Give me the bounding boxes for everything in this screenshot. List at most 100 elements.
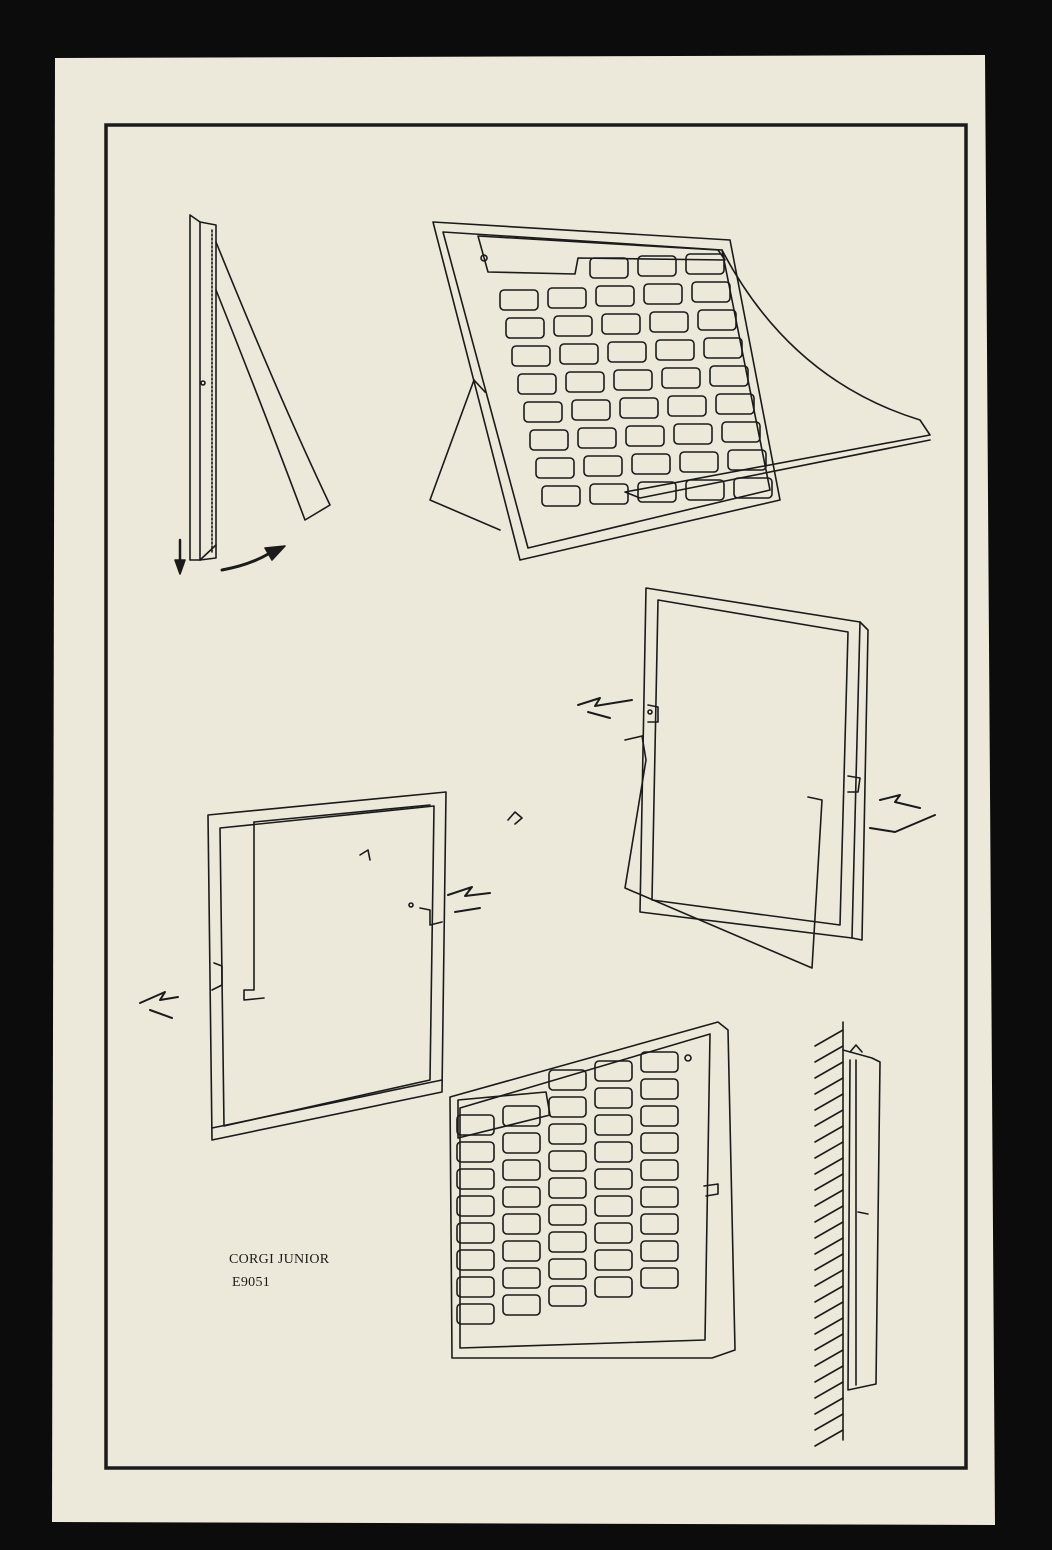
compartment-cell xyxy=(535,457,575,479)
small-hook xyxy=(507,811,523,825)
compartment-cell xyxy=(502,1294,541,1316)
hatch-line xyxy=(814,1157,844,1175)
fig-tray-front xyxy=(449,1021,736,1359)
arrow-curve-icon xyxy=(264,545,286,561)
compartment-cell xyxy=(685,253,725,275)
compartment-cell xyxy=(640,1159,679,1181)
compartment-cell xyxy=(640,1132,679,1154)
compartment-cell xyxy=(541,485,581,507)
compartment-cell xyxy=(625,425,665,447)
compartment-cell xyxy=(456,1195,495,1217)
compartment-cell xyxy=(595,285,635,307)
hatch-line xyxy=(814,1109,844,1127)
hatch-line xyxy=(814,1205,844,1223)
compartment-cell xyxy=(456,1276,495,1298)
compartment-cell xyxy=(548,1177,587,1199)
border-frame xyxy=(104,123,968,1470)
compartment-cell xyxy=(594,1195,633,1217)
hatch-line xyxy=(814,1429,844,1447)
hatch-line xyxy=(814,1077,844,1095)
hatch-line xyxy=(814,1221,844,1239)
wall-hatching xyxy=(814,1029,844,1447)
hatch-line xyxy=(814,1125,844,1143)
compartment-cell xyxy=(529,429,569,451)
compartment-cell xyxy=(661,367,701,389)
compartment-cell xyxy=(594,1087,633,1109)
arrow-left-icon xyxy=(139,991,179,1004)
fig-frame-right xyxy=(577,587,936,969)
arrow-right-icon xyxy=(447,886,491,897)
compartment-cell xyxy=(456,1303,495,1325)
compartment-cell xyxy=(583,455,623,477)
hatch-line xyxy=(814,1285,844,1303)
compartment-cell xyxy=(607,341,647,363)
cell-grid-upper xyxy=(499,253,773,507)
hatch-line xyxy=(814,1413,844,1431)
compartment-cell xyxy=(502,1132,541,1154)
compartment-cell xyxy=(721,421,761,443)
compartment-cell xyxy=(589,257,629,279)
compartment-cell xyxy=(613,369,653,391)
fig-wall-mount xyxy=(814,1021,881,1447)
compartment-cell xyxy=(548,1204,587,1226)
compartment-cell xyxy=(640,1267,679,1289)
compartment-cell xyxy=(502,1213,541,1235)
product-code-label: E9051 xyxy=(232,1275,271,1290)
hatch-line xyxy=(814,1061,844,1079)
compartment-cell xyxy=(502,1186,541,1208)
compartment-cell xyxy=(673,423,713,445)
hatch-line xyxy=(814,1365,844,1383)
fig-side-view-stand xyxy=(174,214,331,575)
compartment-cell xyxy=(594,1222,633,1244)
compartment-cell xyxy=(502,1105,541,1127)
hatch-line xyxy=(814,1141,844,1159)
compartment-cell xyxy=(559,343,599,365)
compartment-cell xyxy=(456,1222,495,1244)
compartment-cell xyxy=(511,345,551,367)
compartment-cell xyxy=(643,283,683,305)
compartment-cell xyxy=(640,1213,679,1235)
compartment-cell xyxy=(548,1258,587,1280)
arrow-down-icon xyxy=(174,559,186,575)
hatch-line xyxy=(814,1381,844,1399)
compartment-cell xyxy=(456,1141,495,1163)
compartment-cell xyxy=(619,397,659,419)
compartment-cell xyxy=(594,1276,633,1298)
compartment-cell xyxy=(640,1105,679,1127)
compartment-cell xyxy=(565,371,605,393)
compartment-cell xyxy=(594,1060,633,1082)
compartment-cell xyxy=(601,313,641,335)
hatch-line xyxy=(814,1301,844,1319)
compartment-cell xyxy=(709,365,749,387)
compartment-cell xyxy=(553,315,593,337)
compartment-cell xyxy=(640,1051,679,1073)
compartment-cell xyxy=(571,399,611,421)
compartment-cell xyxy=(548,1123,587,1145)
compartment-cell xyxy=(594,1249,633,1271)
compartment-cell xyxy=(499,289,539,311)
compartment-cell xyxy=(640,1240,679,1262)
compartment-cell xyxy=(548,1231,587,1253)
hatch-line xyxy=(814,1093,844,1111)
compartment-cell xyxy=(733,477,773,499)
compartment-cell xyxy=(589,483,629,505)
compartment-cell xyxy=(456,1168,495,1190)
compartment-cell xyxy=(577,427,617,449)
compartment-cell xyxy=(649,311,689,333)
hatch-line xyxy=(814,1173,844,1191)
paper-sheet xyxy=(52,55,995,1525)
compartment-cell xyxy=(631,453,671,475)
compartment-cell xyxy=(640,1078,679,1100)
compartment-cell xyxy=(685,479,725,501)
compartment-cell xyxy=(456,1249,495,1271)
compartment-cell xyxy=(456,1114,495,1136)
compartment-cell xyxy=(502,1159,541,1181)
compartment-cell xyxy=(667,395,707,417)
compartment-cell xyxy=(691,281,731,303)
compartment-cell xyxy=(594,1168,633,1190)
hatch-line xyxy=(814,1333,844,1351)
compartment-cell xyxy=(637,481,677,503)
hatch-line xyxy=(814,1397,844,1415)
hatch-line xyxy=(814,1045,844,1063)
